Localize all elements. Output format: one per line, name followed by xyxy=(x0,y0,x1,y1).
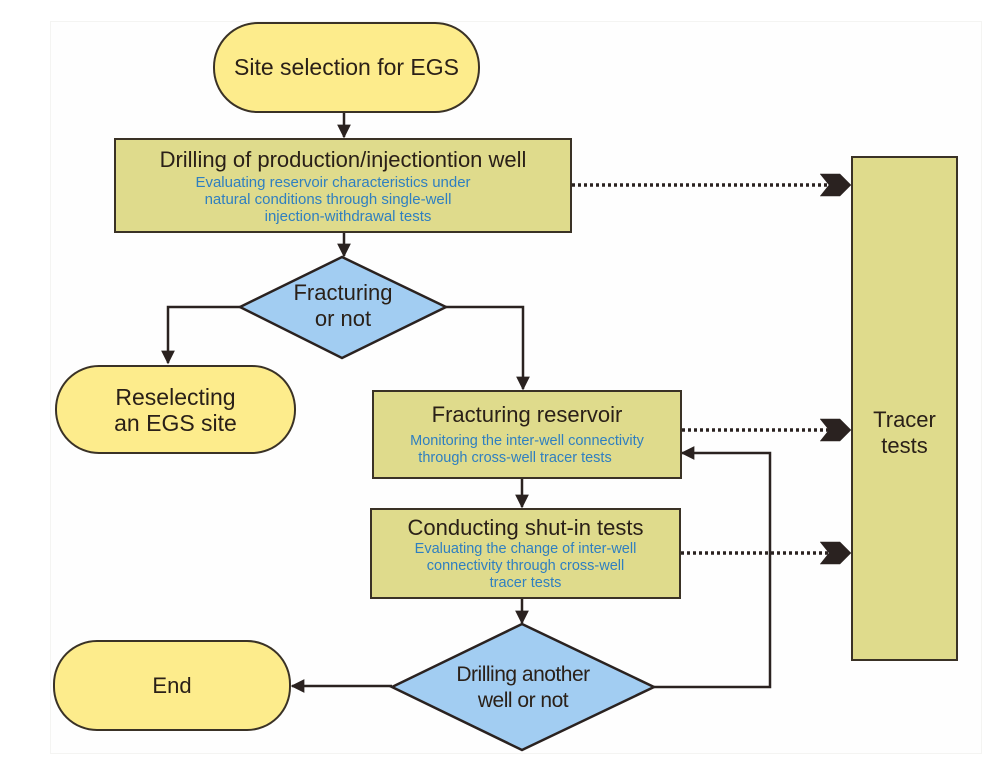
fracturing-reservoir-desc-line-2: through cross-well tracer tests xyxy=(418,450,612,466)
tracer-tests-line-2: tests xyxy=(881,433,928,458)
fracturing-decision-diamond xyxy=(237,255,449,360)
drilling-desc-line-3: injection-withdrawal tests xyxy=(264,207,432,225)
shut-in-tests-desc-line-2: connectivity through cross-well xyxy=(426,558,625,574)
tracer-tests-line-1: Tracer xyxy=(873,407,936,432)
end-node: End xyxy=(53,640,291,731)
drilling-desc-line-1: Evaluating reservoir characteristics und… xyxy=(195,173,471,191)
arrow-decision-to-fracturing xyxy=(446,305,530,391)
fracturing-reservoir-node: Fracturing reservoir Monitoring the inte… xyxy=(372,390,682,479)
shut-in-tests-title: Conducting shut-in tests xyxy=(407,515,644,540)
tracer-tests-label: Tracer tests xyxy=(851,405,958,461)
shut-in-tests-desc-line-3: tracer tests xyxy=(489,575,562,591)
tracer-tests-node xyxy=(851,156,958,661)
drilling-decision-line-2: well or not xyxy=(477,689,569,712)
fracturing-decision-line-2: or not xyxy=(314,306,372,331)
site-selection-node: Site selection for EGS xyxy=(213,22,480,113)
site-selection-label: Site selection for EGS xyxy=(234,54,459,80)
drilling-decision-line-1: Drilling another xyxy=(456,663,590,686)
fracturing-decision-label: Fracturing or not xyxy=(260,278,426,334)
reselecting-line-1: Reselecting xyxy=(115,383,236,410)
shut-in-tests-node: Conducting shut-in tests Evaluating the … xyxy=(370,508,681,599)
end-label: End xyxy=(152,673,192,698)
reselecting-line-2: an EGS site xyxy=(114,409,237,436)
fracturing-reservoir-desc-line-1: Monitoring the inter-well connectivity xyxy=(410,433,644,449)
drilling-node: Drilling of production/injectiontion wel… xyxy=(114,138,572,233)
arrow-loop-back-to-fracturing xyxy=(654,446,772,689)
fracturing-decision-line-1: Fracturing xyxy=(293,280,393,305)
drilling-desc-line-2: natural conditions through single-well xyxy=(204,190,452,208)
reselecting-node: Reselecting an EGS site xyxy=(55,365,296,454)
drilling-decision-diamond xyxy=(389,622,657,752)
drilling-decision-label: Drilling another well or not xyxy=(420,660,626,716)
shut-in-tests-desc-line-1: Evaluating the change of inter-well xyxy=(414,541,637,557)
fracturing-reservoir-title: Fracturing reservoir xyxy=(431,402,623,427)
arrow-decision-to-reselecting xyxy=(161,305,240,365)
drilling-title: Drilling of production/injectiontion wel… xyxy=(159,146,527,172)
